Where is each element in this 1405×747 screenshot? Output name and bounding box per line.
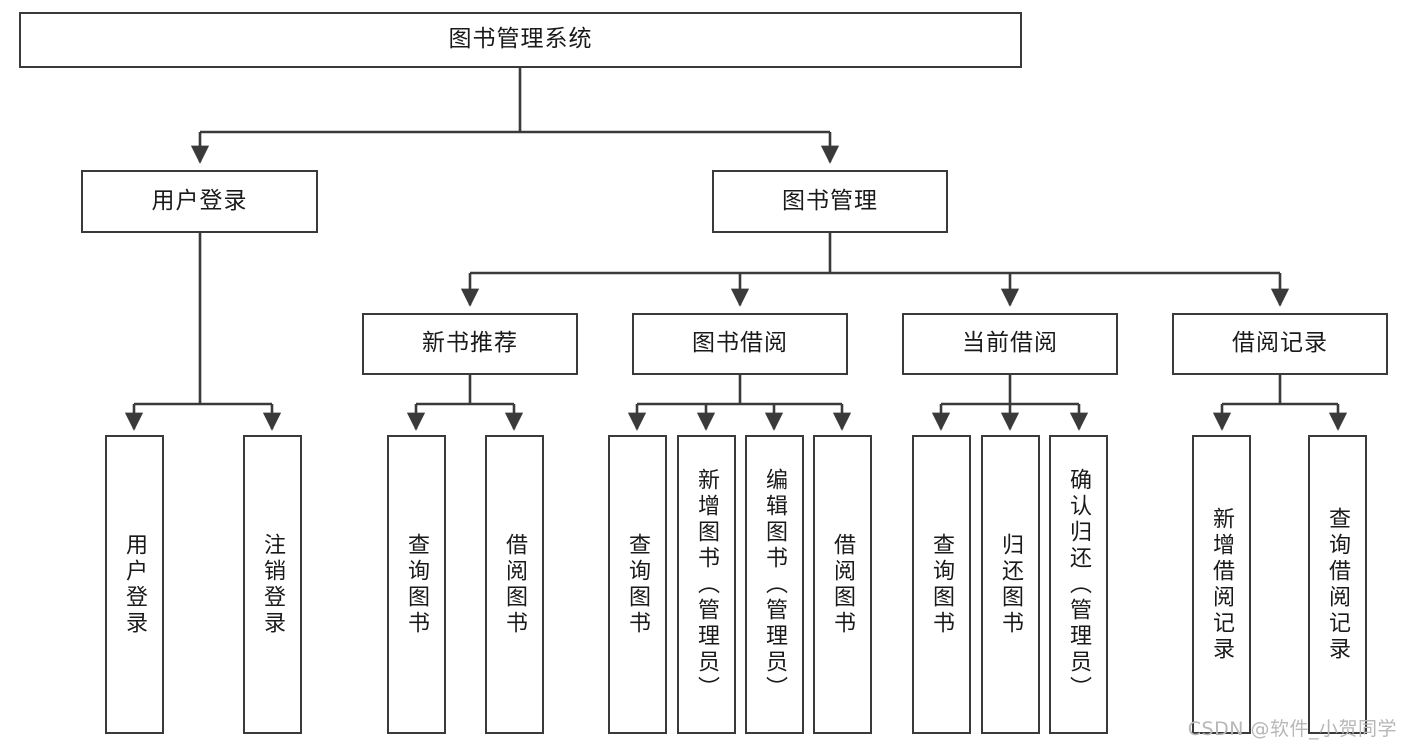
node-leaf-query-book-current[interactable]: 查询图书: [912, 435, 971, 734]
node-label: 查询图书: [929, 532, 955, 637]
node-leaf-user-login[interactable]: 用户登录: [105, 435, 164, 734]
node-label: 确认归还（管理员）: [1066, 467, 1092, 702]
node-root-book-management-system[interactable]: 图书管理系统: [19, 12, 1022, 68]
node-label: 借阅记录: [1232, 330, 1328, 357]
node-leaf-query-borrow-record[interactable]: 查询借阅记录: [1308, 435, 1367, 734]
node-leaf-borrow-book[interactable]: 借阅图书: [813, 435, 872, 734]
node-label: 图书借阅: [692, 330, 788, 357]
node-leaf-confirm-return-admin[interactable]: 确认归还（管理员）: [1049, 435, 1108, 734]
node-label: 新增借阅记录: [1209, 506, 1235, 663]
node-label: 借阅图书: [830, 532, 856, 637]
node-leaf-borrow-book-recommend[interactable]: 借阅图书: [485, 435, 544, 734]
node-user-login[interactable]: 用户登录: [81, 170, 318, 233]
node-leaf-query-book[interactable]: 查询图书: [608, 435, 667, 734]
node-leaf-return-book[interactable]: 归还图书: [981, 435, 1040, 734]
node-borrow-record[interactable]: 借阅记录: [1172, 313, 1388, 375]
node-label: 新增图书（管理员）: [694, 467, 720, 702]
node-book-borrow[interactable]: 图书借阅: [632, 313, 848, 375]
node-leaf-add-borrow-record[interactable]: 新增借阅记录: [1192, 435, 1251, 734]
node-label: 归还图书: [998, 532, 1024, 637]
node-label: 用户登录: [151, 187, 248, 214]
node-label: 用户登录: [122, 532, 148, 637]
node-label: 新书推荐: [422, 330, 518, 357]
node-label: 当前借阅: [962, 330, 1058, 357]
node-label: 查询借阅记录: [1325, 506, 1351, 663]
node-leaf-edit-book-admin[interactable]: 编辑图书（管理员）: [745, 435, 804, 734]
node-leaf-query-book-recommend[interactable]: 查询图书: [387, 435, 446, 734]
node-label: 注销登录: [260, 532, 286, 637]
node-leaf-logout[interactable]: 注销登录: [243, 435, 302, 734]
node-new-book-recommend[interactable]: 新书推荐: [362, 313, 578, 375]
node-book-management[interactable]: 图书管理: [712, 170, 948, 233]
node-label: 借阅图书: [502, 532, 528, 637]
node-current-borrow[interactable]: 当前借阅: [902, 313, 1118, 375]
node-label: 图书管理: [782, 187, 878, 214]
node-leaf-add-book-admin[interactable]: 新增图书（管理员）: [677, 435, 736, 734]
node-label: 查询图书: [404, 532, 430, 637]
csdn-watermark: CSDN @软件_小贺同学: [1187, 718, 1397, 740]
node-label: 编辑图书（管理员）: [762, 467, 788, 702]
node-label: 查询图书: [625, 532, 651, 637]
node-label: 图书管理系统: [448, 26, 593, 53]
